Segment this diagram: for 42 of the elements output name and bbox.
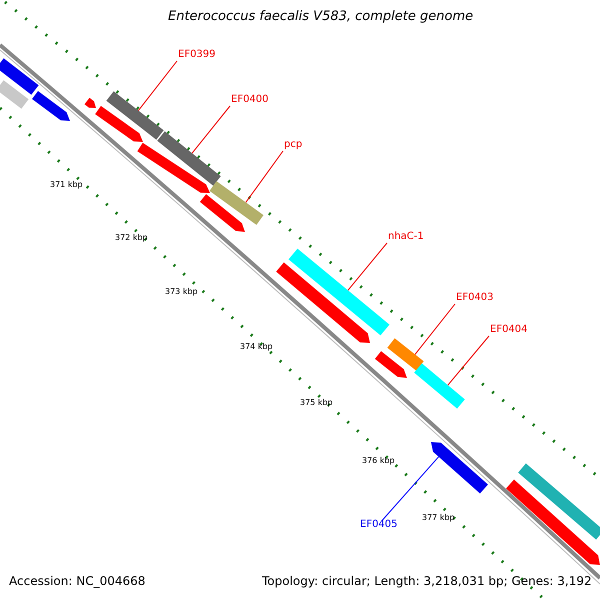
leader-line [192, 106, 230, 154]
gene-feature [414, 363, 465, 409]
gene-label: nhaC-1 [388, 232, 424, 242]
gene-feature [387, 338, 424, 371]
scale-label: 375 kbp [300, 399, 333, 407]
gene-feature [431, 442, 488, 494]
scale-label: 376 kbp [362, 457, 395, 465]
gene-feature [506, 480, 600, 565]
leader-line [138, 60, 178, 112]
gene-feature [200, 194, 245, 232]
leader-line [414, 304, 456, 355]
scale-label: 372 kbp [115, 234, 148, 242]
gene-label: EF0400 [231, 95, 269, 105]
gene-feature [276, 262, 370, 343]
gene-feature [32, 91, 70, 121]
leader-line [347, 242, 388, 291]
leader-line [245, 150, 284, 203]
map-title: Enterococcus faecalis V583, complete genome [168, 10, 474, 23]
gene-feature [0, 80, 29, 109]
footer-text: Accession: NC_004668 [9, 575, 146, 587]
gene-feature [157, 131, 221, 186]
gene-feature [0, 58, 39, 95]
gene-label: pcp [284, 140, 302, 150]
gene-label: EF0405 [360, 520, 398, 530]
gene-feature [137, 142, 210, 193]
footer-text: Topology: circular; Length: 3,218,031 bp; Genes: 3,192 [262, 575, 592, 587]
gene-feature [518, 463, 600, 540]
gene-feature [374, 351, 407, 378]
scale-label: 373 kbp [165, 288, 198, 296]
gene-label: EF0403 [456, 293, 494, 303]
leader-line [447, 336, 490, 386]
gene-label: EF0399 [178, 50, 216, 60]
gene-feature [288, 248, 390, 336]
gene-label: EF0404 [490, 325, 528, 335]
gene-feature [95, 106, 143, 142]
scale-label: 374 kbp [240, 343, 273, 351]
gene-feature [84, 98, 96, 108]
leader-line [382, 456, 440, 520]
gene-feature [106, 91, 164, 140]
scale-label: 377 kbp [422, 514, 455, 522]
scale-label: 371 kbp [50, 181, 83, 189]
gene-feature [210, 181, 264, 225]
